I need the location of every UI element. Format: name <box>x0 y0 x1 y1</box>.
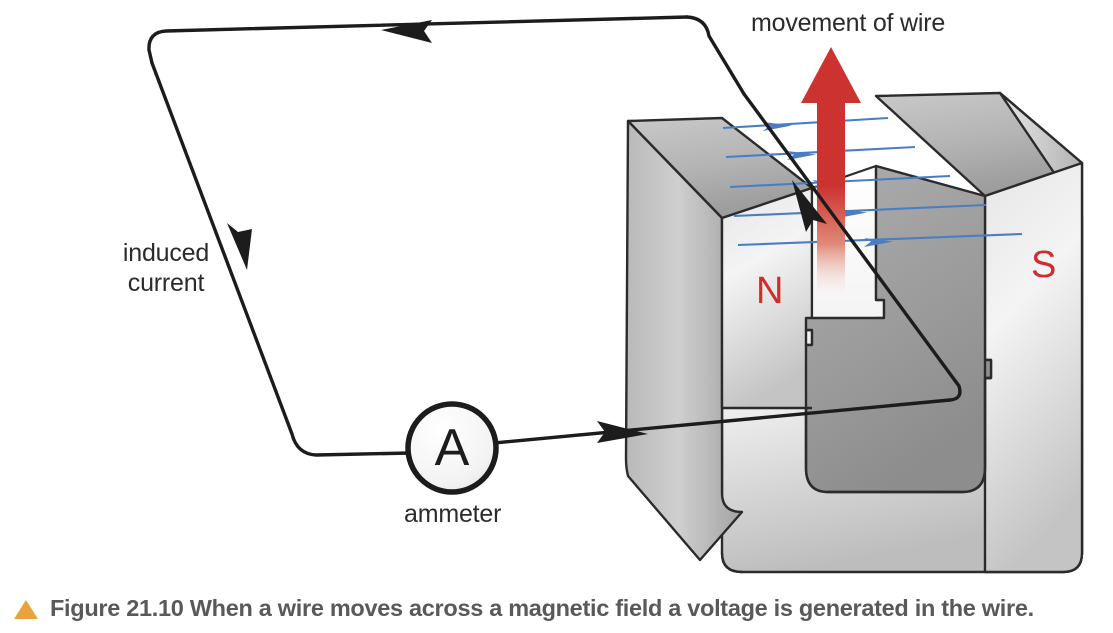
label-movement-of-wire: movement of wire <box>751 9 946 37</box>
south-pole-label: S <box>1031 244 1057 286</box>
wire-arrow-top-left <box>381 20 432 43</box>
ammeter[interactable] <box>405 401 499 495</box>
field-line-4 <box>733 203 987 218</box>
caption-text: Figure 21.10 When a wire moves across a … <box>50 595 1034 621</box>
magnet-left-outer-face <box>624 119 744 562</box>
wire-arrow-left-down <box>227 223 252 270</box>
wire-top-left-corner <box>147 15 689 65</box>
wire-gap-bend <box>742 92 962 402</box>
magnet-south-pole-face <box>983 161 1084 574</box>
wire-left-segment <box>150 61 413 457</box>
wire-bottom-segment <box>492 398 952 445</box>
field-line-arrow-5 <box>864 238 893 247</box>
ammeter-circle[interactable] <box>405 401 499 495</box>
current-direction-arrows <box>227 20 827 443</box>
label-ammeter: ammeter <box>404 500 502 528</box>
field-line-5 <box>737 232 1023 247</box>
magnet-base-step-edge <box>804 376 991 494</box>
horseshoe-magnet <box>624 91 1084 574</box>
wire-arrow-gap-up <box>792 180 827 232</box>
north-pole-label: N <box>756 270 784 312</box>
label-induced-current: induced current <box>122 239 210 297</box>
movement-arrow <box>801 47 861 300</box>
movement-arrow-shape <box>801 47 861 300</box>
field-line-1 <box>722 116 889 130</box>
triangle-up-icon <box>14 600 38 619</box>
wire-arrow-bottom-right <box>597 421 648 443</box>
ammeter-symbol: A <box>434 419 470 477</box>
figure-caption: Figure 21.10 When a wire moves across a … <box>0 584 1113 633</box>
magnet-base-left-corner <box>720 552 743 574</box>
wire-top-segment <box>685 15 746 96</box>
field-line-arrow-2 <box>787 151 816 160</box>
field-line-arrow-4 <box>838 209 867 218</box>
wire-circuit <box>147 15 962 457</box>
